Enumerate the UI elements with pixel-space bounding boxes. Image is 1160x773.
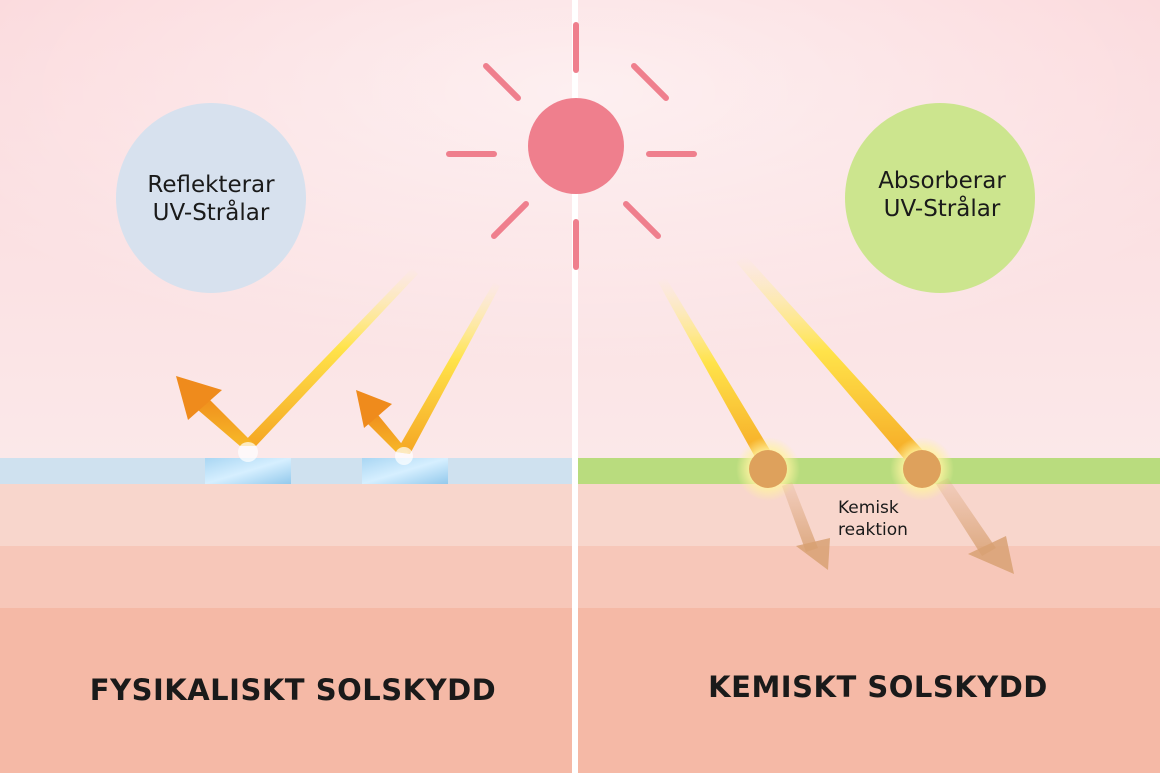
reflect-bubble	[116, 103, 306, 293]
reaction-arrow-1	[782, 482, 830, 570]
reflection-sparkle	[238, 442, 258, 462]
reflect-tile-1	[205, 458, 291, 484]
incoming-ray-2	[396, 282, 500, 454]
skin-layer-bottom	[0, 608, 1160, 773]
reaction-label-line1: Kemisk	[838, 498, 899, 518]
skin-layer-middle	[0, 546, 1160, 608]
reaction-label-line2: reaktion	[838, 520, 908, 540]
physical-title: FYSIKALISKT SOLSKYDD	[90, 673, 496, 707]
reflect-bubble-line2: UV-Strålar	[153, 198, 270, 226]
incoming-ray-3	[658, 278, 776, 466]
chemical-filter-layer	[578, 458, 1160, 484]
reaction-arrow-2	[936, 478, 1014, 574]
reflect-bubble-line1: Reflekterar	[147, 172, 275, 198]
absorb-particle-icon	[736, 437, 800, 501]
reflect-arrow-icon	[176, 376, 256, 446]
incoming-ray-1	[240, 268, 418, 446]
absorb-bubble-line1: Absorberar	[878, 168, 1006, 194]
incoming-ray-4	[736, 256, 928, 468]
reflection-sparkle	[395, 447, 413, 465]
absorb-bubble-line2: UV-Strålar	[884, 194, 1001, 222]
chemical-title: KEMISKT SOLSKYDD	[708, 670, 1048, 704]
sun-icon	[446, 22, 697, 270]
panel-divider	[572, 0, 578, 773]
absorb-bubble	[845, 103, 1035, 293]
reflect-arrow-icon	[356, 390, 410, 454]
